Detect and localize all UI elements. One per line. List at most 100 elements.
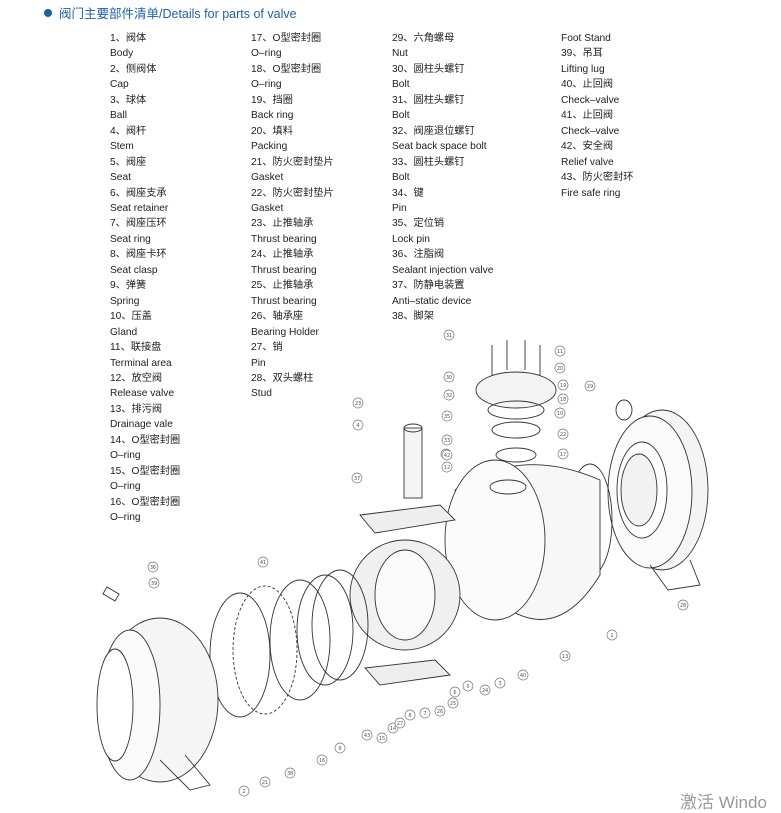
- part-name-chinese: 35、定位销: [392, 218, 445, 230]
- callout-18: 18: [557, 393, 569, 405]
- part-name-english: Stem: [110, 141, 134, 153]
- part-name-english: Seat clasp: [110, 264, 158, 276]
- part-name-english: Body: [110, 48, 134, 60]
- part-name-chinese: 27、销: [251, 342, 283, 354]
- part-name-english: Relief valve: [561, 156, 614, 168]
- callout-number: 11: [557, 349, 563, 355]
- part-name-chinese: 38、脚架: [392, 311, 434, 323]
- part-name-english: Cap: [110, 79, 129, 91]
- callout-number: 16: [319, 758, 325, 764]
- callout-number: 9: [338, 746, 341, 752]
- callout-32: 32: [443, 389, 455, 401]
- part-name-chinese: 7、阀座压环: [110, 218, 167, 230]
- callout-number: 7: [423, 711, 426, 717]
- part-name-english: Sealant injection valve: [392, 264, 494, 276]
- callout-number: 28: [680, 603, 686, 609]
- part-entry: 11、联接盘 Terminal area: [110, 340, 180, 371]
- part-name-chinese: 42、安全阀: [561, 141, 614, 153]
- callout-15: 15: [376, 732, 388, 744]
- part-name-chinese: 39、吊耳: [561, 48, 603, 60]
- callout-29: 29: [584, 380, 596, 392]
- callout-26: 26: [434, 705, 446, 717]
- part-name-english: Bolt: [392, 110, 410, 122]
- callout-17: 17: [557, 448, 569, 460]
- part-name-english: Thrust bearing: [251, 264, 317, 276]
- part-name-chinese: 21、防火密封垫片: [251, 156, 334, 168]
- callout-3: 3: [494, 677, 506, 689]
- part-entry: 32、阀座退位螺钉 Seat back space bolt: [392, 124, 493, 155]
- callout-37: 37: [351, 472, 363, 484]
- callout-number: 17: [560, 452, 566, 458]
- part-name-english: Seat retainer: [110, 202, 169, 214]
- part-name-chinese: 4、阀杆: [110, 125, 147, 137]
- part-name-chinese: 8、阀座卡环: [110, 249, 167, 261]
- part-name-english: Nut: [392, 48, 408, 60]
- part-name-english: O–ring: [110, 481, 141, 493]
- part-name-english: Terminal area: [110, 357, 172, 369]
- part-name-chinese: 31、圆柱头螺钉: [392, 94, 465, 106]
- callout-38: 38: [284, 767, 296, 779]
- callout-number: 37: [354, 476, 360, 482]
- callout-24: 24: [479, 684, 491, 696]
- callout-number: 13: [562, 654, 568, 660]
- part-name-english: Seat ring: [110, 233, 151, 245]
- section-heading-text: 阀门主要部件清单/Details for parts of valve: [59, 7, 297, 21]
- part-name-english: Release valve: [110, 388, 174, 400]
- part-entry: 38、脚架: [392, 309, 493, 324]
- callout-number: 20: [557, 366, 563, 372]
- callout-16: 16: [316, 754, 328, 766]
- part-name-chinese: 32、阀座退位螺钉: [392, 125, 475, 137]
- bullet-icon: [44, 9, 52, 17]
- part-name-chinese: 12、放空阀: [110, 372, 163, 384]
- part-name-english: Seat back space bolt: [392, 141, 487, 153]
- callout-number: 19: [560, 383, 566, 389]
- part-name-chinese: 36、注脂阀: [392, 249, 445, 261]
- part-name-chinese: 19、挡圈: [251, 94, 293, 106]
- callout-31: 31: [443, 329, 455, 341]
- section-heading: 阀门主要部件清单/Details for parts of valve: [44, 3, 297, 22]
- callout-42: 42: [441, 449, 453, 461]
- callout-25: 25: [447, 697, 459, 709]
- left-cap-flange: [96, 586, 219, 791]
- part-name-english: Fire safe ring: [561, 187, 621, 199]
- part-name-chinese: 11、联接盘: [110, 342, 162, 354]
- callout-number: 14: [390, 726, 396, 732]
- part-name-chinese: 9、弹簧: [110, 280, 147, 292]
- part-name-chinese: 24、止推轴承: [251, 249, 314, 261]
- part-name-chinese: 13、排污阀: [110, 403, 163, 415]
- part-name-chinese: 41、止回阀: [561, 110, 614, 122]
- part-name-english: Bolt: [392, 172, 410, 184]
- callout-number: 39: [151, 581, 157, 587]
- part-name-english: Drainage vale: [110, 419, 173, 431]
- part-name-chinese: 18、O型密封圈: [251, 63, 322, 75]
- callout-number: 29: [587, 384, 593, 390]
- callout-33: 33: [441, 434, 453, 446]
- part-entry: 12、放空阀 Release valve: [110, 371, 180, 402]
- callout-5: 5: [462, 680, 474, 692]
- callout-number: 25: [450, 701, 456, 707]
- callout-number: 27: [397, 721, 403, 727]
- part-name-english: Thrust bearing: [251, 233, 317, 245]
- part-name-chinese: 25、止推轴承: [251, 280, 314, 292]
- callout-number: 21: [262, 780, 268, 786]
- callout-number: 2: [242, 789, 245, 795]
